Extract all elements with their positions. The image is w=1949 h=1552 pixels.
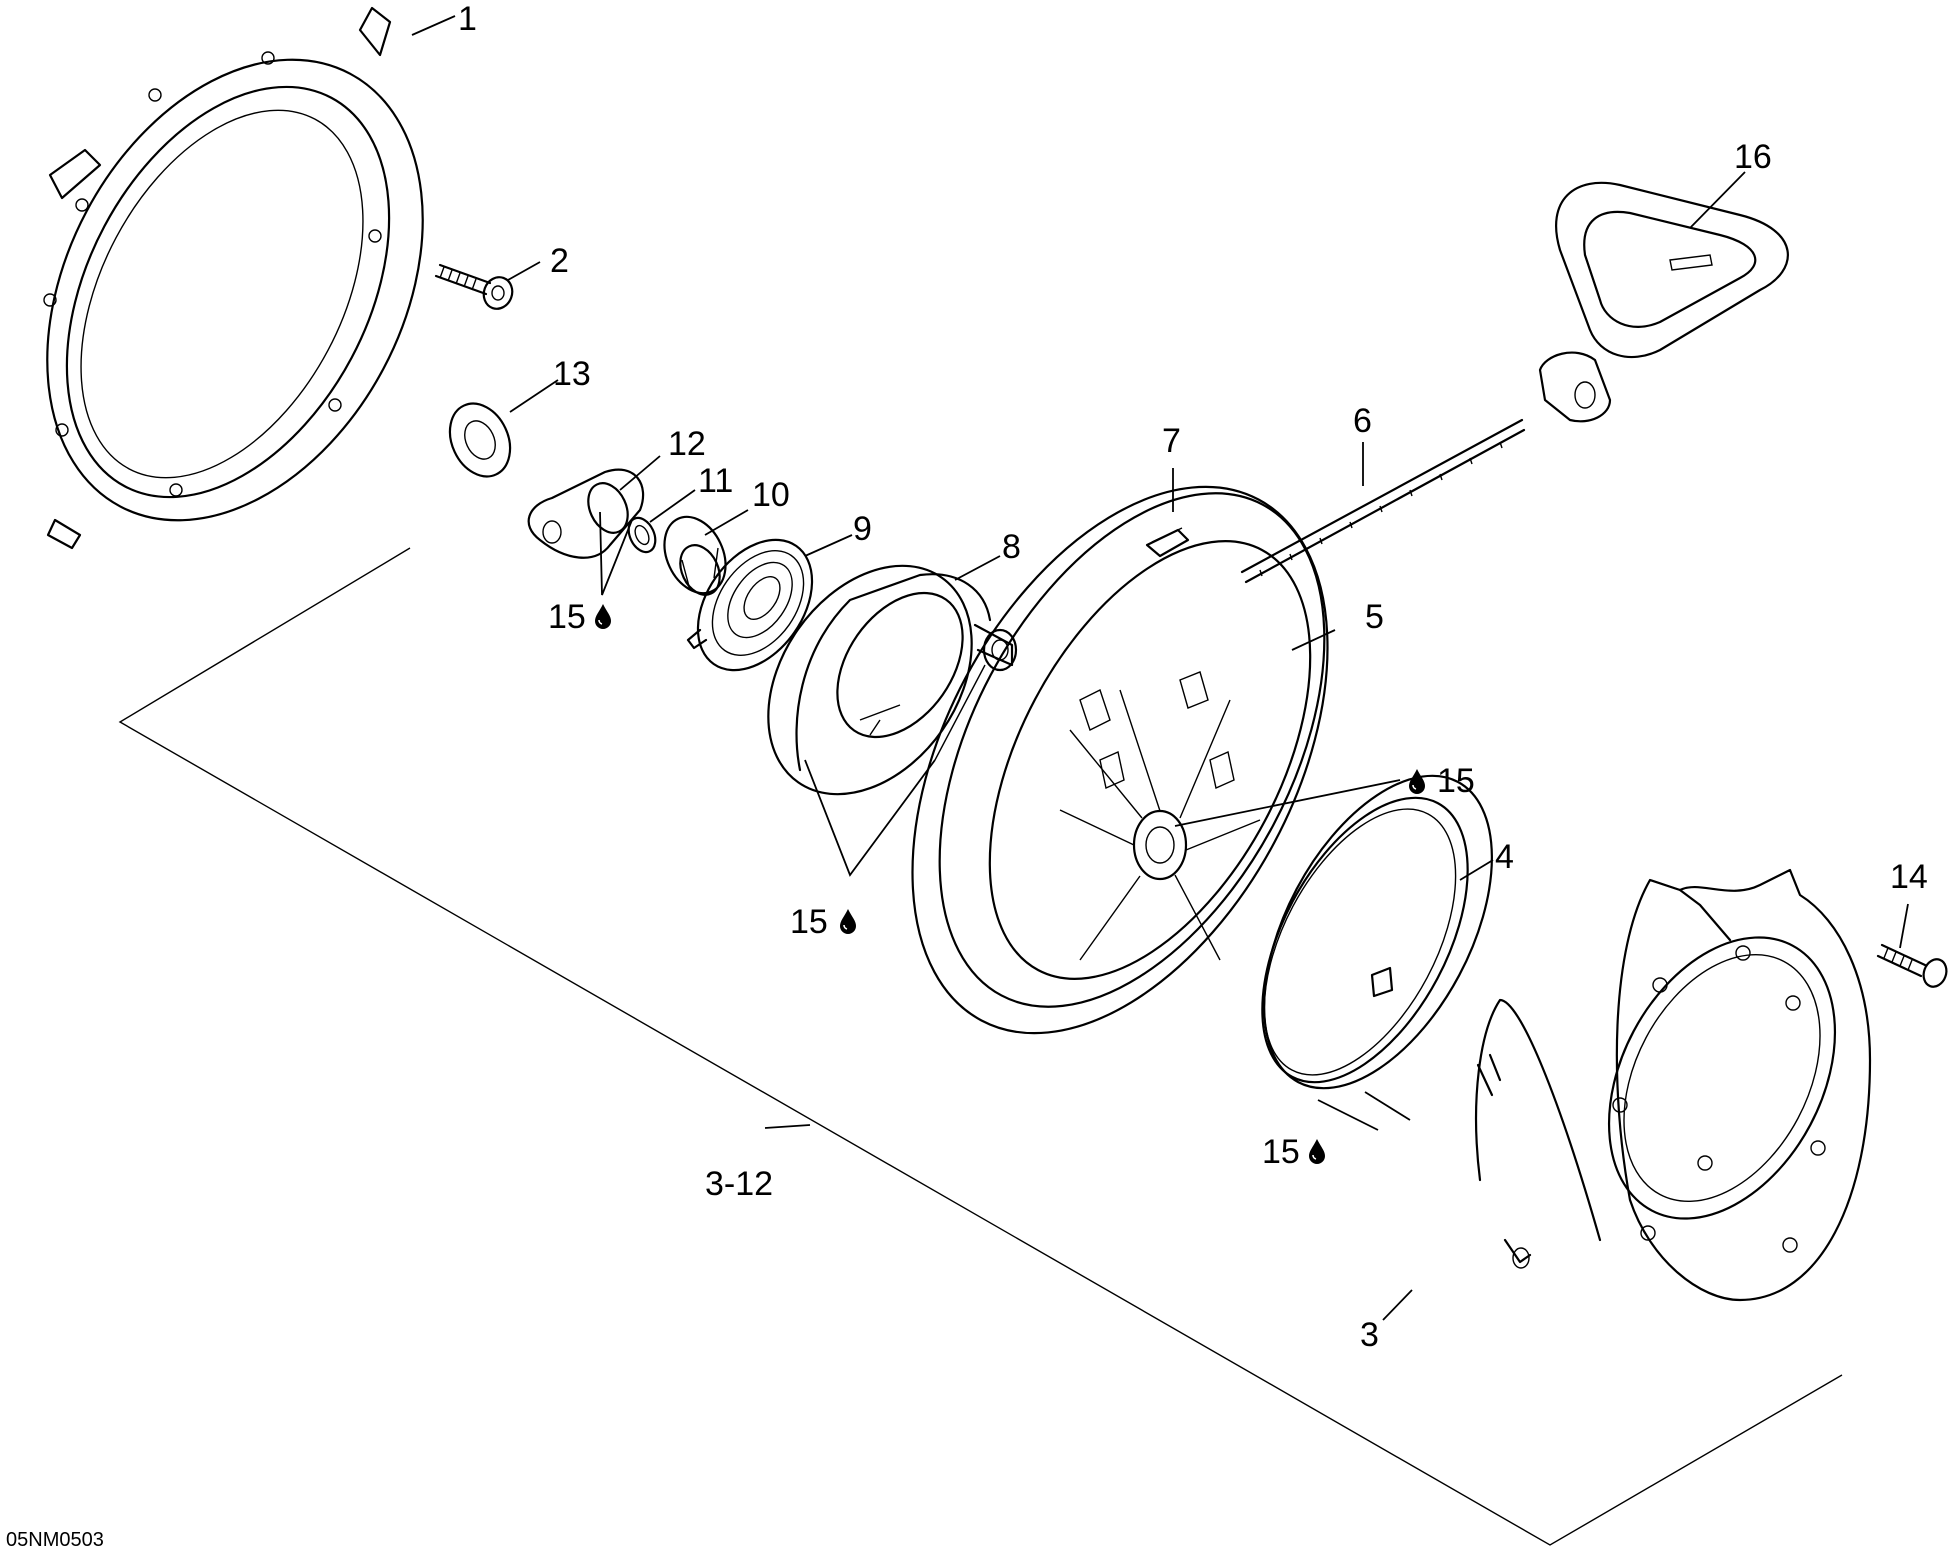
callout-4: 4 bbox=[1495, 838, 1514, 876]
callout-7: 7 bbox=[1162, 422, 1181, 460]
callout-labels: 1 2 13 12 11 10 9 8 7 6 5 16 4 14 3 3-12… bbox=[6, 0, 1928, 1551]
part-16-handle bbox=[1538, 181, 1789, 423]
part-5-pulley bbox=[911, 485, 1329, 1035]
callout-2: 2 bbox=[550, 242, 569, 280]
callout-3-12: 3-12 bbox=[705, 1165, 773, 1203]
part-11-washer bbox=[627, 516, 657, 554]
part-12-plate bbox=[527, 468, 645, 559]
drawing-reference: 05NM0503 bbox=[6, 1529, 104, 1551]
part-14-screw bbox=[1876, 943, 1948, 988]
oil-drop-icon bbox=[594, 603, 612, 629]
callout-3: 3 bbox=[1360, 1316, 1379, 1354]
callout-9: 9 bbox=[853, 510, 872, 548]
callout-5: 5 bbox=[1365, 598, 1384, 636]
callout-1: 1 bbox=[458, 0, 477, 38]
part-3-housing-cover bbox=[1474, 868, 1872, 1302]
callout-6: 6 bbox=[1353, 402, 1372, 440]
callout-15-d: 15 bbox=[1262, 1133, 1300, 1171]
callout-15-b: 15 bbox=[1437, 762, 1475, 800]
part-9-spring bbox=[686, 538, 814, 672]
callout-12: 12 bbox=[668, 425, 706, 463]
oil-drop-icon bbox=[1308, 1138, 1326, 1164]
part-8-housing bbox=[767, 564, 1018, 796]
assembly-bracket bbox=[118, 547, 1843, 1546]
callout-14: 14 bbox=[1890, 858, 1928, 896]
callout-11: 11 bbox=[698, 462, 733, 500]
callout-15-a: 15 bbox=[548, 598, 586, 636]
callout-15-c: 15 bbox=[790, 903, 828, 941]
part-4-recoil-spring bbox=[1261, 774, 1493, 1090]
part-10-bushing bbox=[663, 515, 727, 596]
part-2-bolt bbox=[434, 263, 514, 310]
callout-8: 8 bbox=[1002, 528, 1021, 566]
callout-13: 13 bbox=[553, 355, 591, 393]
oil-drop-icon bbox=[839, 908, 857, 934]
part-6-rope bbox=[1240, 418, 1526, 584]
callout-10: 10 bbox=[752, 476, 790, 514]
part-7-key bbox=[1145, 527, 1190, 558]
part-13-lock-washer bbox=[448, 402, 512, 478]
part-1-cover-ring bbox=[43, 6, 424, 550]
leader-lines bbox=[411, 15, 1909, 1321]
oil-drop-icon bbox=[1408, 768, 1426, 794]
callout-16: 16 bbox=[1734, 138, 1772, 176]
